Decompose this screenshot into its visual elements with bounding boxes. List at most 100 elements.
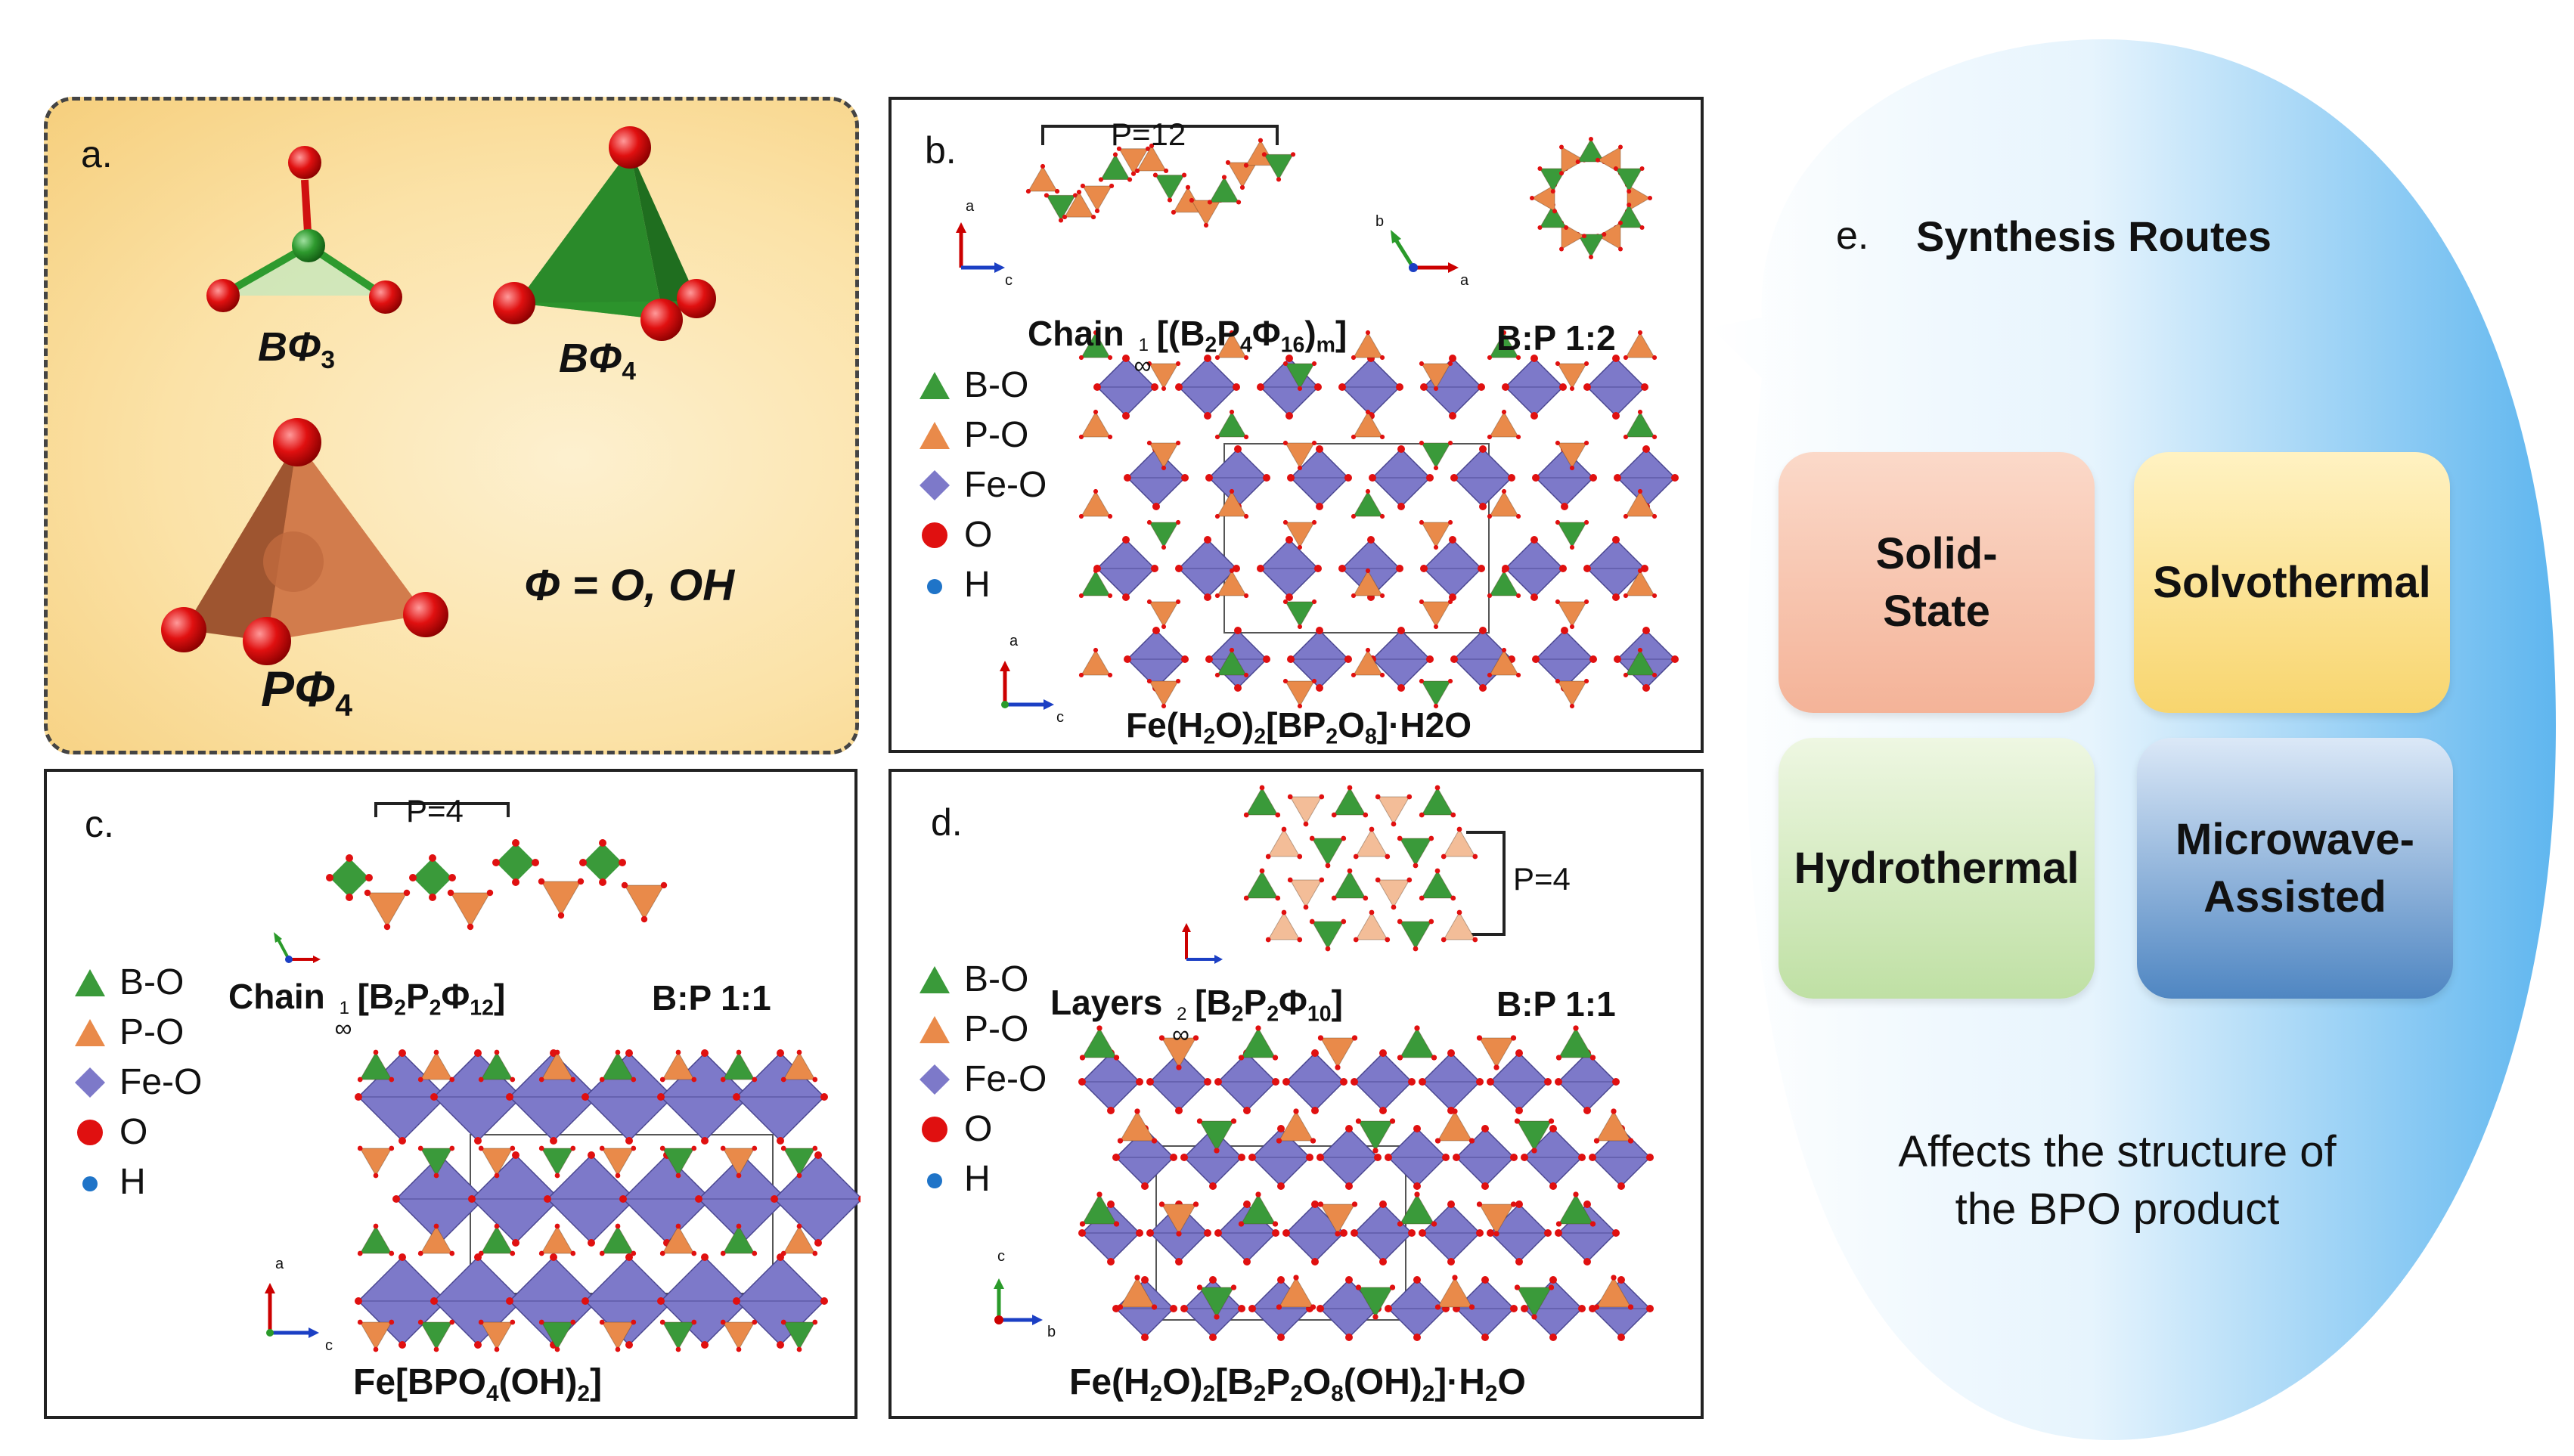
oxygen-atom <box>619 859 626 866</box>
p-tetrahedron <box>1217 490 1247 517</box>
b-tetrahedron <box>1333 786 1366 816</box>
oxygen-atom <box>619 1195 627 1203</box>
oxygen-atom <box>1433 703 1439 709</box>
oxygen-atom <box>1094 208 1100 214</box>
oxygen-atom <box>1453 1154 1460 1161</box>
oxygen-atom <box>1259 868 1265 874</box>
oxygen-atom <box>1472 937 1478 943</box>
b-tetrahedron <box>1081 1194 1118 1225</box>
oxygen-atom <box>1214 1229 1222 1237</box>
p-tetrahedron <box>1227 162 1258 188</box>
oxygen-atom <box>1433 386 1439 392</box>
oxygen-atom <box>1397 627 1405 634</box>
oxygen-atom <box>554 1049 560 1055</box>
oxygen-atom <box>1582 234 1586 239</box>
oxygen-atom <box>506 1093 513 1101</box>
axis-label-c: c <box>325 1337 333 1354</box>
b-tetrahedron <box>1399 1194 1435 1225</box>
oxygen-atom <box>701 1253 709 1261</box>
oxygen-atom <box>675 1173 681 1179</box>
p-tetrahedron <box>601 1321 634 1351</box>
b-tetrahedron <box>1516 1120 1552 1151</box>
oxygen-atom <box>1281 826 1287 832</box>
legend-symbol <box>920 1016 950 1043</box>
oxygen-atom <box>1623 434 1629 440</box>
legend-label: Fe-O <box>119 1062 203 1102</box>
oxygen-atom <box>1447 599 1453 605</box>
oxygen-atom <box>1648 196 1652 200</box>
b-tetrahedron <box>1199 1120 1235 1151</box>
oxygen-atom <box>1569 544 1575 550</box>
p-tetrahedron <box>1627 184 1651 212</box>
oxygen-atom <box>1351 593 1357 599</box>
axis-label-a: a <box>966 198 975 215</box>
route-solid-state: Solid-State <box>1779 452 2095 713</box>
oxygen-atom <box>1375 794 1381 800</box>
oxygen-atom <box>1578 1305 1586 1312</box>
oxygen-atom <box>1117 1304 1124 1310</box>
oxygen-atom <box>1275 812 1281 818</box>
oxygen-atom <box>433 1223 439 1229</box>
oxygen-atom <box>1515 1258 1523 1265</box>
oxygen-atom <box>1481 1334 1489 1341</box>
oxygen-atom <box>1141 1334 1149 1341</box>
b-phi4-label: BΦ4 <box>559 336 637 386</box>
compound-formula: Fe(H2O)2[BP2O8]·H2O <box>1126 705 1472 749</box>
axis-label-a: a <box>1460 272 1469 289</box>
oxygen-atom <box>1112 1154 1120 1161</box>
oxygen-atom <box>1297 386 1303 392</box>
b-tetrahedron <box>330 858 369 897</box>
p-tetrahedron <box>1285 680 1315 708</box>
oxygen-atom <box>701 1049 709 1057</box>
oxygen-atom <box>752 1145 758 1151</box>
oxygen-atom <box>1078 355 1084 361</box>
b-tetrahedron <box>1353 490 1383 517</box>
oxygen-atom <box>1618 144 1623 150</box>
oxygen-atom <box>1209 1276 1217 1284</box>
oxygen-atom <box>1623 593 1629 599</box>
panel-d-graphics <box>994 785 1654 1341</box>
oxygen-atom <box>1589 255 1593 259</box>
oxygen-atom <box>468 1195 476 1203</box>
oxygen-atom <box>1413 863 1419 869</box>
axis-label-b: b <box>1047 1324 1056 1340</box>
oxygen-atom <box>1265 937 1271 943</box>
oxygen-atom <box>1192 1201 1199 1207</box>
oxygen-atom <box>1277 1125 1285 1132</box>
oxygen-atom <box>780 1250 786 1256</box>
oxygen-atom <box>1255 1025 1261 1031</box>
oxygen-atom <box>1564 225 1569 230</box>
oxygen-atom <box>1078 513 1084 519</box>
oxygen-atom <box>631 1145 637 1151</box>
p-tetrahedron <box>1355 911 1388 940</box>
oxygen-atom <box>1379 1258 1387 1265</box>
oxygen-atom <box>659 1319 665 1325</box>
oxygen-atom <box>1287 877 1293 883</box>
oxygen-atom <box>1583 383 1591 391</box>
oxygen-atom <box>1243 593 1249 599</box>
legend-symbol <box>920 372 950 399</box>
oxygen-atom <box>1351 672 1357 678</box>
oxygen-atom <box>1311 1049 1319 1057</box>
oxygen-atom <box>1479 445 1487 453</box>
oxygen-atom <box>1379 593 1385 599</box>
oxygen-atom <box>1379 434 1385 440</box>
oxygen-atom <box>1314 383 1322 391</box>
oxygen-atom <box>373 1223 379 1229</box>
p-tetrahedron <box>541 1225 574 1254</box>
oxygen-atom <box>1282 678 1289 684</box>
oxygen-atom <box>1575 160 1580 164</box>
oxygen-atom <box>392 1195 400 1203</box>
oxygen-atom <box>1351 1201 1358 1207</box>
oxygen-atom <box>1627 1304 1634 1310</box>
oxygen-atom <box>1272 1229 1279 1237</box>
b-tetrahedron <box>1421 869 1454 899</box>
b-tetrahedron <box>1625 649 1655 676</box>
b-tetrahedron <box>722 1225 755 1254</box>
oxygen-atom <box>1275 895 1281 901</box>
b-tetrahedron <box>1357 1287 1394 1318</box>
oxygen-atom <box>659 1145 665 1151</box>
